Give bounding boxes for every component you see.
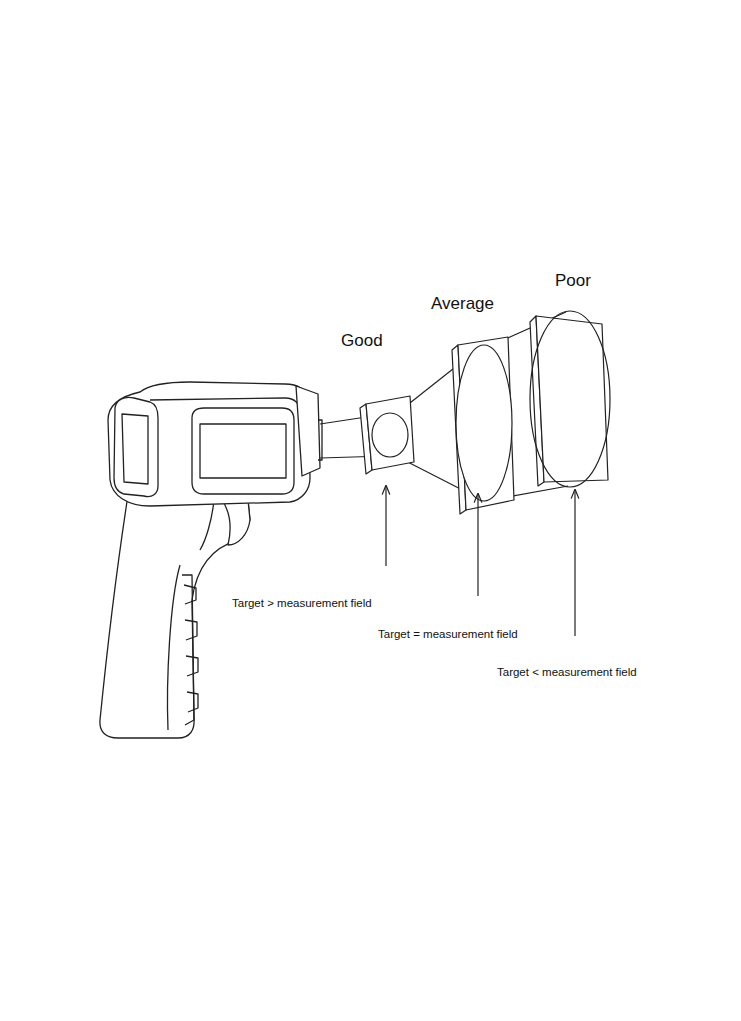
measurement-beam: [320, 312, 568, 500]
pointer-arrows: [386, 486, 575, 636]
condition-label: Target > measurement field: [232, 597, 372, 611]
condition-label: Target < measurement field: [497, 666, 637, 680]
target-plates: [360, 311, 610, 514]
quality-label: Poor: [555, 271, 591, 291]
condition-label: Target = measurement field: [378, 628, 518, 642]
thermometer-gun: [100, 382, 322, 738]
quality-label: Good: [341, 331, 383, 351]
quality-label: Average: [431, 294, 494, 314]
